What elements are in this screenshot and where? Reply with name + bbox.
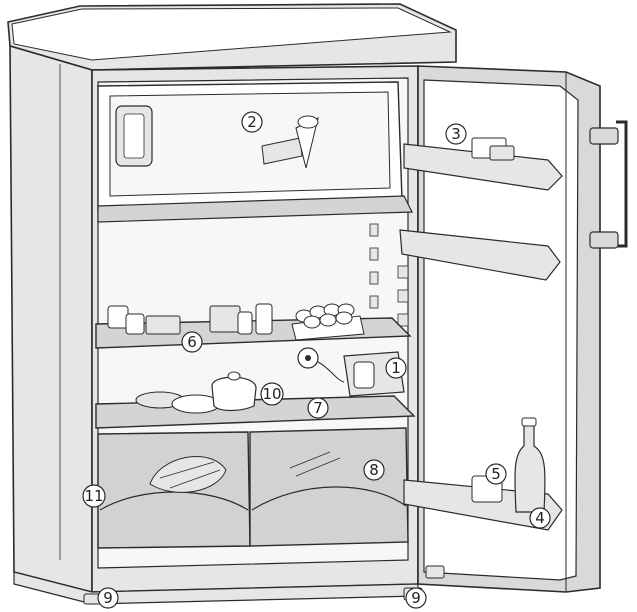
glare-line [289,451,331,469]
egg-icon [335,311,353,325]
callout-9-left: 9 [97,587,119,609]
ice-block-icon [261,137,303,165]
svg-text:4: 4 [535,509,545,527]
egg-icon [303,315,321,329]
vegetables-detail [159,461,221,489]
bottle-icon [255,303,273,335]
lamp-cover [353,361,375,389]
teapot-icon [211,376,257,412]
handle-mount-bottom [589,231,619,249]
svg-text:9: 9 [103,589,113,607]
support-peg [369,223,379,237]
door-shelf-middle [399,229,561,281]
freezer-latch-inner [123,113,145,159]
svg-text:2: 2 [247,113,257,131]
jar-icon [107,305,129,329]
door-handle [616,120,628,248]
door-hinge-bottom [425,565,445,579]
cheese-stack-icon [209,305,241,333]
support-peg [397,265,409,279]
jar-icon [237,311,253,335]
callout-2: 2 [241,111,263,133]
freezer-inner [109,91,391,197]
jar-icon [125,313,145,335]
support-peg [369,271,379,285]
callout-3: 3 [445,123,467,145]
callout-7: 7 [307,397,329,419]
butter-box-icon [145,315,181,335]
svg-text:6: 6 [187,333,197,351]
glass-shelf-upper [95,303,412,349]
callouts: 1 2 3 4 5 6 7 8 [82,111,551,609]
freezer-compartment [97,81,413,223]
support-peg [369,295,379,309]
svg-text:9: 9 [411,589,421,607]
vegetables-icon [149,456,227,493]
callout-8: 8 [363,459,385,481]
callout-5: 5 [485,463,507,485]
ice-cream-scoop [297,115,319,129]
crisper-right-handle [251,486,407,511]
bottle-cap [521,417,537,427]
cabinet-left-side [9,44,93,594]
glass-shelf-lower [95,371,416,429]
shelf-supports [369,223,409,327]
callout-9-right: 9 [405,587,427,609]
teapot-lid [227,371,241,381]
svg-text:7: 7 [313,399,323,417]
glare-line [295,457,341,477]
support-peg [397,313,409,327]
freezer-lip [97,195,413,223]
svg-text:5: 5 [491,465,501,483]
callout-4: 4 [529,507,551,529]
cable-line [317,361,345,383]
crisper-drawers [97,427,409,549]
svg-text:10: 10 [262,385,281,403]
callout-11: 11 [82,484,106,508]
thermostat-knob-center [305,355,311,361]
support-peg [369,247,379,261]
cabinet-top-face [11,7,452,61]
handle-mount-top [589,127,619,145]
svg-text:3: 3 [451,125,461,143]
callout-10: 10 [260,382,284,406]
callout-1: 1 [385,357,407,379]
fridge-door [399,65,628,593]
svg-text:11: 11 [84,487,103,505]
support-peg [397,289,409,303]
svg-text:8: 8 [369,461,379,479]
door-shelf-top [403,143,563,191]
egg-icon [319,313,337,327]
svg-text:1: 1 [391,359,401,377]
cheese-icon [489,145,515,161]
callout-6: 6 [181,331,203,353]
